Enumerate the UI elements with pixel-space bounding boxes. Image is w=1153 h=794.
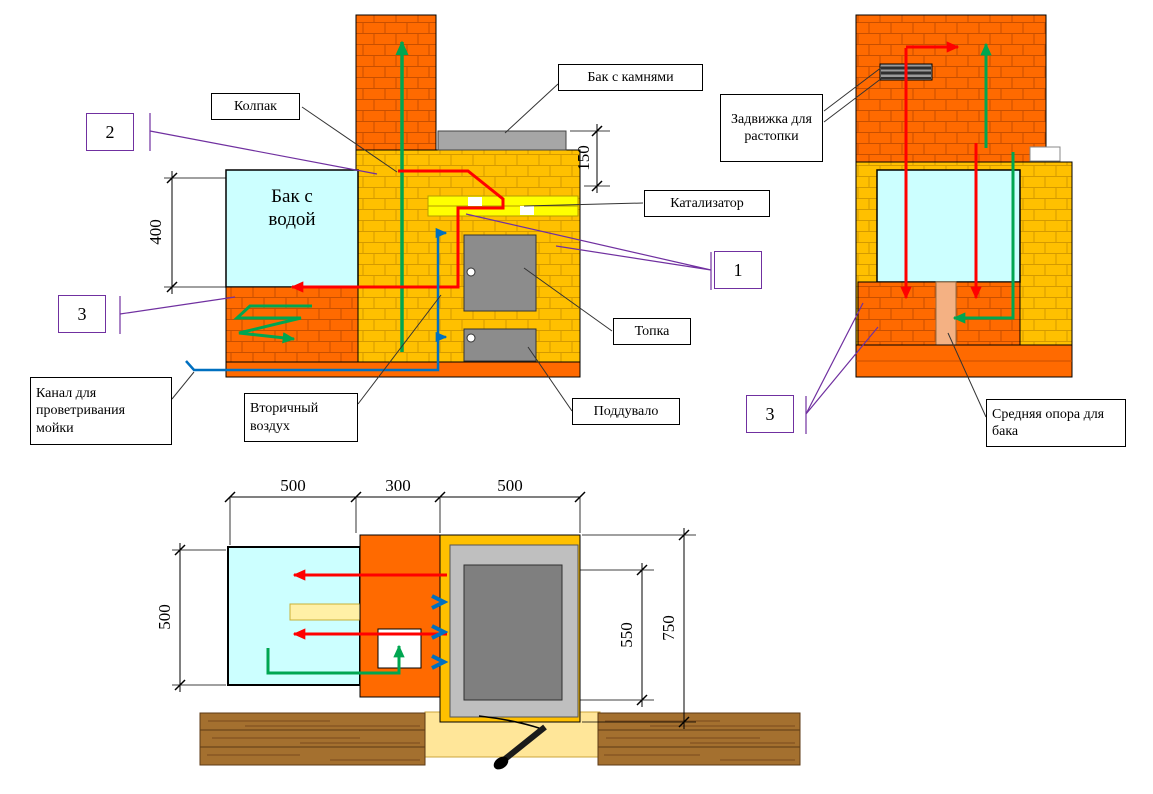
dim-400: 400 bbox=[146, 219, 165, 245]
cleanout-door bbox=[1029, 146, 1061, 162]
label-secondary-air: Вторичный воздух bbox=[244, 393, 358, 442]
dimension-lines bbox=[164, 124, 696, 729]
dim-top-500-left: 500 bbox=[280, 476, 306, 495]
dim-top-500-right: 500 bbox=[497, 476, 523, 495]
green-vent-zigzag-arrow bbox=[233, 304, 312, 344]
plan-firebox-door bbox=[463, 564, 563, 701]
green-under-tank-arrow bbox=[952, 152, 1015, 324]
label-vent-channel: Канал для проветривания мойки bbox=[30, 377, 172, 445]
label-stone-tank: Бак с камнями bbox=[558, 64, 703, 91]
side-flow-arrows bbox=[900, 41, 1015, 324]
callout-2: 2 bbox=[86, 113, 134, 151]
label-leader-lines bbox=[171, 66, 987, 418]
ash-pit bbox=[463, 328, 537, 362]
label-catalyst: Катализатор bbox=[644, 190, 770, 217]
chimney bbox=[355, 14, 437, 152]
firebox bbox=[463, 234, 537, 312]
poker-handle bbox=[478, 715, 547, 770]
blue-air-arrow bbox=[185, 227, 448, 372]
label-ash-pit: Поддувало bbox=[572, 398, 680, 425]
red-hot-gas-arrow bbox=[290, 169, 505, 293]
dim-150: 150 bbox=[574, 145, 593, 171]
tank-middle-support bbox=[935, 281, 957, 346]
water-tank bbox=[225, 169, 359, 288]
blue-chevron-3 bbox=[431, 654, 449, 670]
front-flow-arrows bbox=[185, 40, 505, 372]
side-top-bricks bbox=[855, 14, 1047, 163]
tank-base-bricks bbox=[225, 286, 359, 363]
callout-3-right: 3 bbox=[746, 395, 794, 433]
plan-tank-baffle bbox=[289, 603, 361, 621]
blue-chevron-2 bbox=[431, 624, 449, 640]
floor-planks-left bbox=[199, 712, 426, 766]
callout-3-left: 3 bbox=[58, 295, 106, 333]
floor-planks-right bbox=[597, 712, 801, 766]
callout-1: 1 bbox=[714, 251, 762, 289]
side-section-view bbox=[855, 14, 1073, 378]
callout-leader-lines bbox=[119, 113, 879, 434]
dim-750: 750 bbox=[659, 615, 678, 641]
label-middle-support: Средняя опора для бака bbox=[986, 399, 1126, 447]
water-tank-text: Бак с водой bbox=[268, 186, 316, 230]
dim-top-300: 300 bbox=[385, 476, 411, 495]
dimension-texts: 150 400 500 300 500 500 550 750 bbox=[146, 145, 678, 648]
label-kindling-damper: Задвижка для растопки bbox=[720, 94, 823, 162]
stone-tank-slab bbox=[437, 130, 567, 151]
side-water-tank bbox=[876, 169, 1021, 283]
blue-chevron-1 bbox=[431, 594, 449, 610]
dim-left-500: 500 bbox=[155, 604, 174, 630]
ash-pit-handle bbox=[466, 333, 476, 343]
firebox-handle bbox=[466, 267, 476, 277]
green-plan-arrow bbox=[266, 644, 405, 675]
dim-550: 550 bbox=[617, 622, 636, 648]
plan-flow-arrows bbox=[266, 569, 449, 675]
plan-view bbox=[199, 534, 801, 770]
label-firebox: Топка bbox=[613, 318, 691, 345]
label-bell: Колпак bbox=[211, 93, 300, 120]
